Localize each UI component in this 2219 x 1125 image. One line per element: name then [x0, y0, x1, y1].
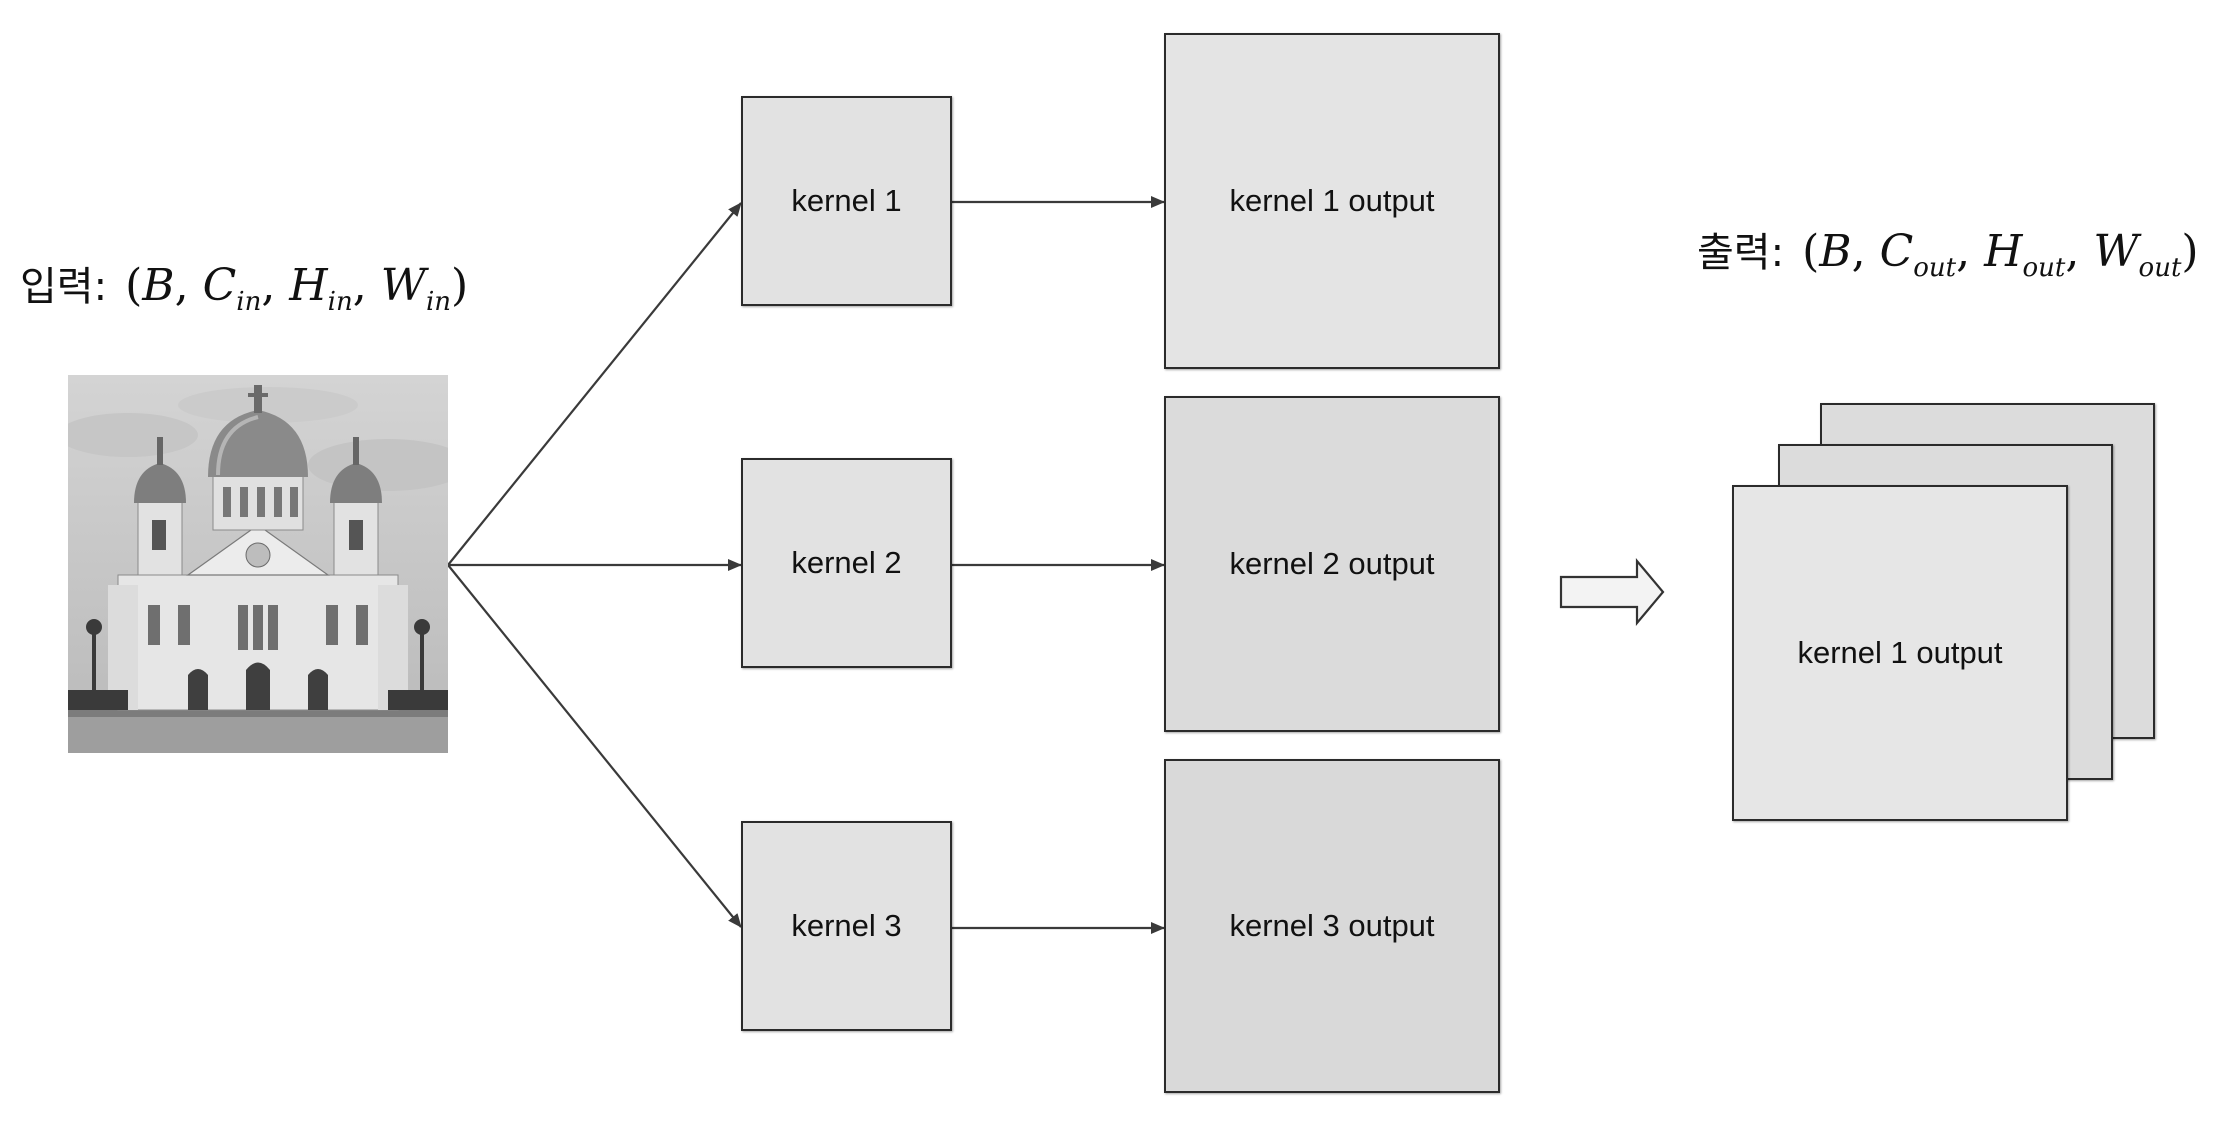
arrow-input-to-kernel-1	[447, 202, 742, 566]
input-w-sub: in	[425, 287, 452, 317]
output-open-paren: (	[1802, 226, 1820, 277]
input-shape-label: 입력:(B, Cin, Hin, Win)	[20, 260, 469, 317]
kernel-3-label: kernel 3	[791, 908, 902, 943]
kernel-1-output-box: kernel 1 output	[1164, 33, 1500, 369]
kernel-1-output-label: kernel 1 output	[1229, 183, 1435, 218]
kernel-1-label: kernel 1	[791, 183, 902, 218]
output-b: B	[1819, 226, 1852, 277]
output-w-sub: out	[2138, 253, 2182, 283]
kernel-1-box: kernel 1	[741, 96, 952, 306]
kernel-3-box: kernel 3	[741, 821, 952, 1031]
input-korean-label: 입력:	[20, 264, 108, 310]
kernel-2-label: kernel 2	[791, 545, 902, 580]
input-close-paren: )	[451, 260, 469, 311]
input-image-cathedral	[68, 375, 448, 753]
stacked-output-front-label: kernel 1 output	[1797, 635, 2003, 670]
input-c-sub: in	[236, 287, 262, 317]
output-close-paren: )	[2181, 226, 2199, 277]
output-h: H	[1984, 226, 2023, 277]
kernel-2-output-box: kernel 2 output	[1164, 396, 1500, 732]
stacked-output-front: kernel 1 output	[1732, 485, 2068, 821]
arrow-input-to-kernel-3	[447, 564, 742, 928]
output-c-sub: out	[1913, 253, 1957, 283]
kernel-3-output-label: kernel 3 output	[1229, 908, 1435, 943]
kernel-2-output-label: kernel 2 output	[1229, 546, 1435, 581]
input-h: H	[289, 260, 328, 311]
kernel-3-output-box: kernel 3 output	[1164, 759, 1500, 1093]
output-h-sub: out	[2022, 253, 2066, 283]
input-w: W	[380, 260, 426, 311]
input-h-sub: in	[327, 287, 353, 317]
input-b: B	[142, 260, 175, 311]
input-c: C	[202, 260, 237, 311]
kernel-2-box: kernel 2	[741, 458, 952, 668]
output-shape-label: 출력:(B, Cout, Hout, Wout)	[1697, 226, 2199, 283]
output-korean-label: 출력:	[1697, 230, 1785, 276]
result-arrow-icon	[1559, 557, 1665, 627]
output-c: C	[1879, 226, 1914, 277]
input-open-paren: (	[125, 260, 143, 311]
output-w: W	[2093, 226, 2139, 277]
